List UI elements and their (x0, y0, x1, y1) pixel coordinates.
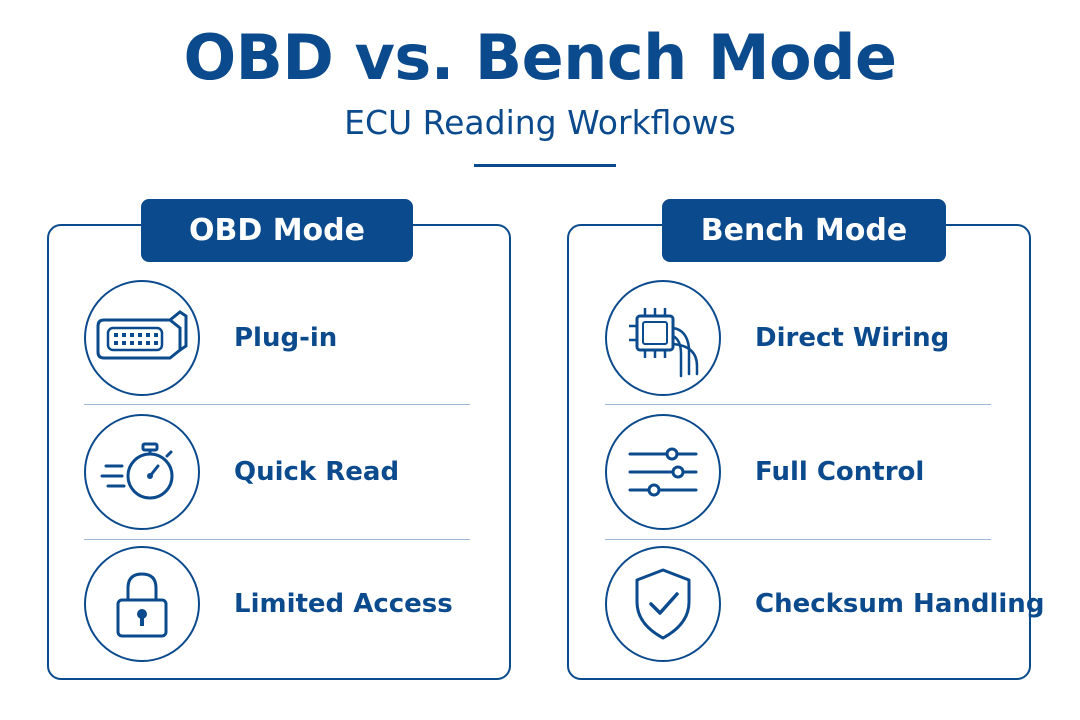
sliders-icon (605, 414, 721, 530)
list-item-label: Limited Access (234, 589, 453, 619)
page-title: OBD vs. Bench Mode (183, 21, 897, 94)
list-item-label: Direct Wiring (755, 323, 950, 353)
obd-connector-icon (84, 280, 200, 396)
obd-mode-badge: OBD Mode (141, 199, 413, 262)
list-item-quick-read: Quick Read (84, 412, 399, 532)
list-item-checksum-handling: Checksum Handling (605, 544, 1044, 664)
shield-check-icon (605, 546, 721, 662)
bench-mode-badge: Bench Mode (662, 199, 946, 262)
list-item-label: Plug-in (234, 323, 338, 353)
page-subtitle: ECU Reading Workflows (344, 103, 736, 142)
list-item-label: Full Control (755, 457, 925, 487)
list-item-limited-access: Limited Access (84, 544, 453, 664)
row-divider (605, 539, 991, 540)
list-item-direct-wiring: Direct Wiring (605, 278, 949, 398)
row-divider (605, 404, 991, 405)
chip-wiring-icon (605, 280, 721, 396)
title-underline (474, 164, 616, 167)
row-divider (84, 539, 470, 540)
list-item-full-control: Full Control (605, 412, 924, 532)
row-divider (84, 404, 470, 405)
list-item-plug-in: Plug-in (84, 278, 337, 398)
padlock-icon (84, 546, 200, 662)
list-item-label: Quick Read (234, 457, 400, 487)
list-item-label: Checksum Handling (755, 589, 1045, 619)
stopwatch-icon (84, 414, 200, 530)
